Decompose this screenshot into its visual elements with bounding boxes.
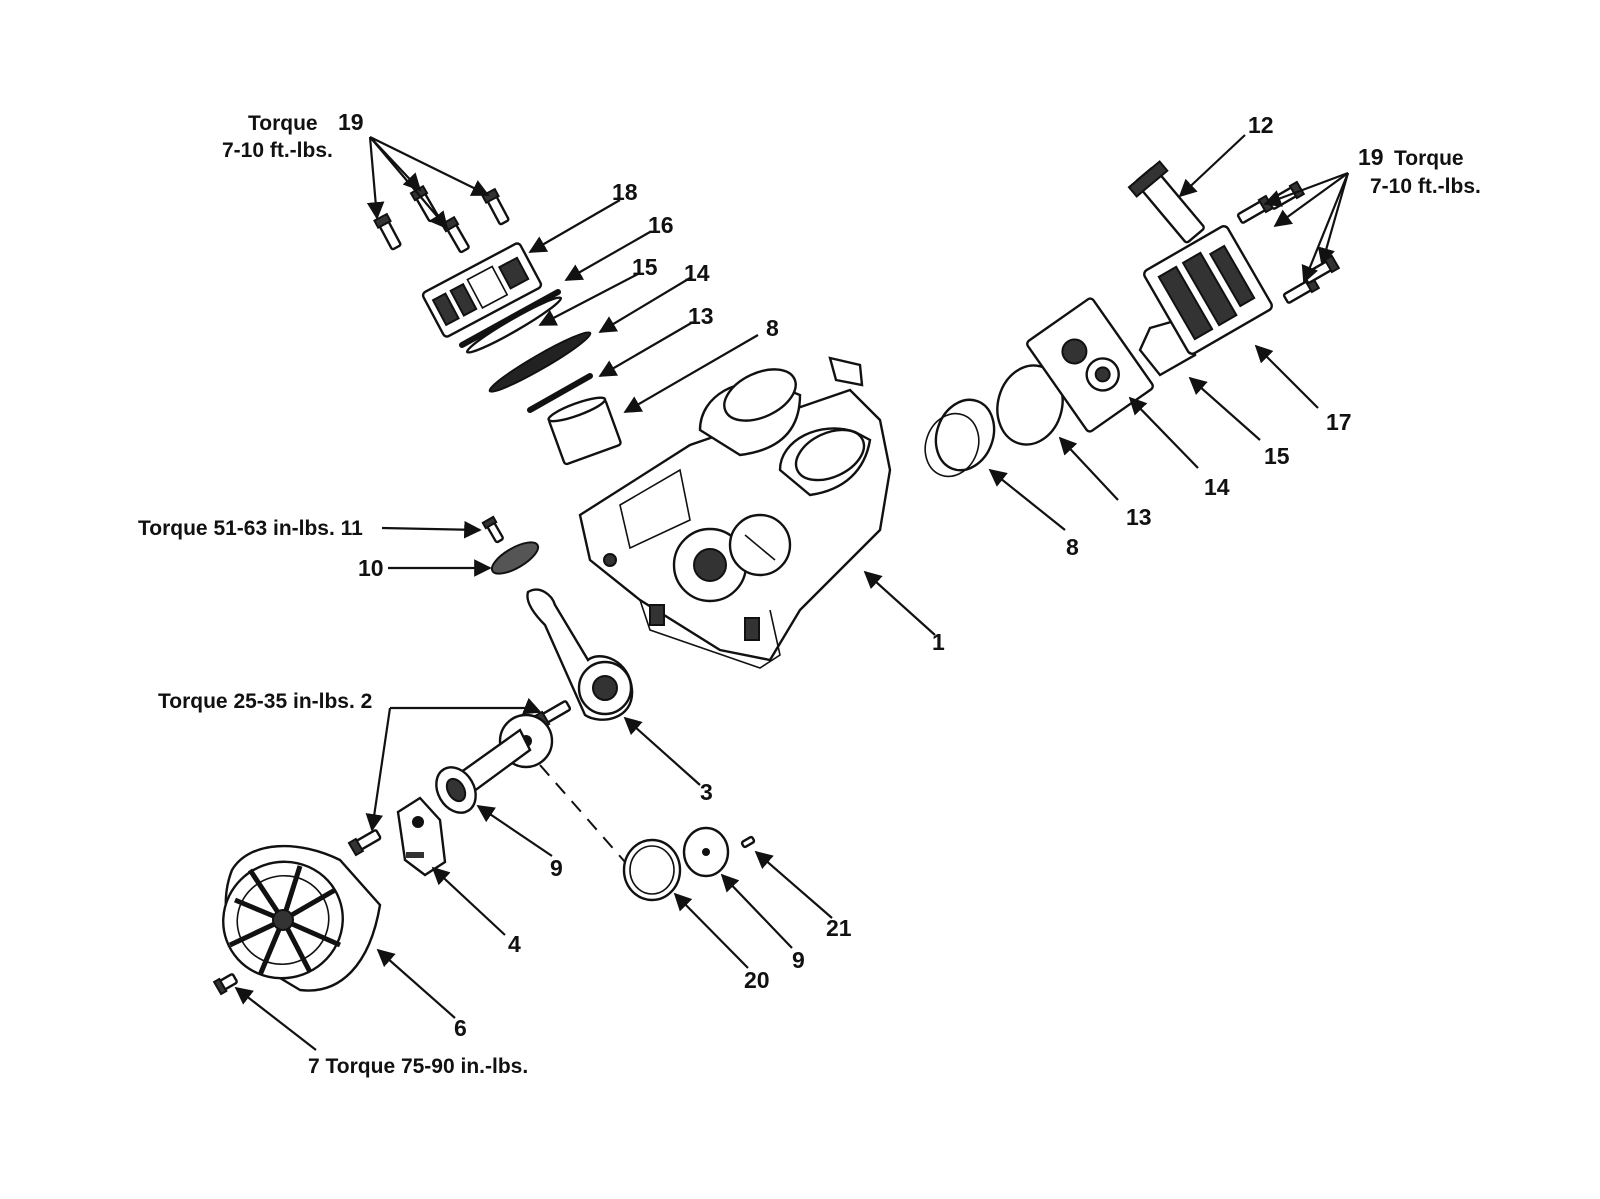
label-3: 3: [700, 779, 713, 805]
label-15-left: 15: [632, 254, 658, 280]
valve-plate-14-right: [1026, 297, 1154, 433]
eccentric-9: [435, 713, 554, 814]
gasket-13-right: [996, 364, 1064, 446]
label-8-top: 8: [766, 315, 779, 341]
cylinder-head-17: [1143, 225, 1273, 355]
torque-value-top-left: 7-10 ft.-lbs.: [222, 139, 333, 162]
label-19-top-left: 19: [338, 109, 364, 135]
label-18: 18: [612, 179, 638, 205]
plate-9: [682, 826, 730, 878]
label-9-bottom: 9: [792, 947, 805, 973]
shaft-axis-line: [539, 764, 626, 863]
bolt-7: [212, 973, 238, 996]
cylinder-head-18: [421, 242, 543, 338]
label-13-right: 13: [1126, 504, 1152, 530]
torque-label-11: Torque 51-63 in-lbs. 11: [138, 517, 363, 540]
gasket-16-left: [459, 289, 561, 348]
label-12: 12: [1248, 112, 1274, 138]
label-15-right: 15: [1264, 443, 1290, 469]
screw-2-fan: [347, 829, 382, 857]
label-6: 6: [454, 1015, 467, 1041]
crankcase-1: [578, 356, 892, 669]
bolts-19-left: [373, 184, 510, 254]
screw-21: [740, 835, 756, 849]
valve-plate-15-left: [465, 296, 563, 354]
connecting-rod-3: [526, 588, 634, 721]
cylinder-sleeve-8-top: [547, 396, 622, 466]
label-20: 20: [744, 967, 770, 993]
fan-6: [222, 844, 382, 992]
torque-label-top-right: Torque: [1394, 147, 1464, 170]
label-10: 10: [358, 555, 384, 581]
label-8-right: 8: [1066, 534, 1079, 560]
gasket-14-left: [488, 331, 592, 393]
leader-lines: [234, 134, 1350, 1051]
torque-label-7: 7 Torque 75-90 in.-lbs.: [308, 1055, 528, 1078]
label-19-top-right: 19: [1358, 144, 1384, 170]
bracket-4: [396, 796, 447, 877]
torque-label-2: Torque 25-35 in-lbs. 2: [158, 690, 372, 713]
torque-value-top-right: 7-10 ft.-lbs.: [1370, 175, 1481, 198]
label-9-left: 9: [550, 855, 563, 881]
part-12: [1127, 160, 1205, 244]
screw-11: [481, 515, 504, 544]
label-1: 1: [932, 629, 945, 655]
gasket-20: [622, 838, 682, 902]
label-4: 4: [508, 931, 521, 957]
label-17: 17: [1326, 409, 1352, 435]
label-14-left: 14: [684, 260, 710, 286]
cylinder-sleeve-8-right: [924, 398, 996, 478]
label-16: 16: [648, 212, 674, 238]
label-14-right: 14: [1204, 474, 1230, 500]
label-21: 21: [826, 915, 852, 941]
label-13-left: 13: [688, 303, 714, 329]
bolts-19-right: [1236, 180, 1341, 304]
torque-label-top-left: Torque: [248, 112, 318, 135]
cap-10: [490, 541, 540, 575]
gasket-13-left: [527, 373, 593, 413]
